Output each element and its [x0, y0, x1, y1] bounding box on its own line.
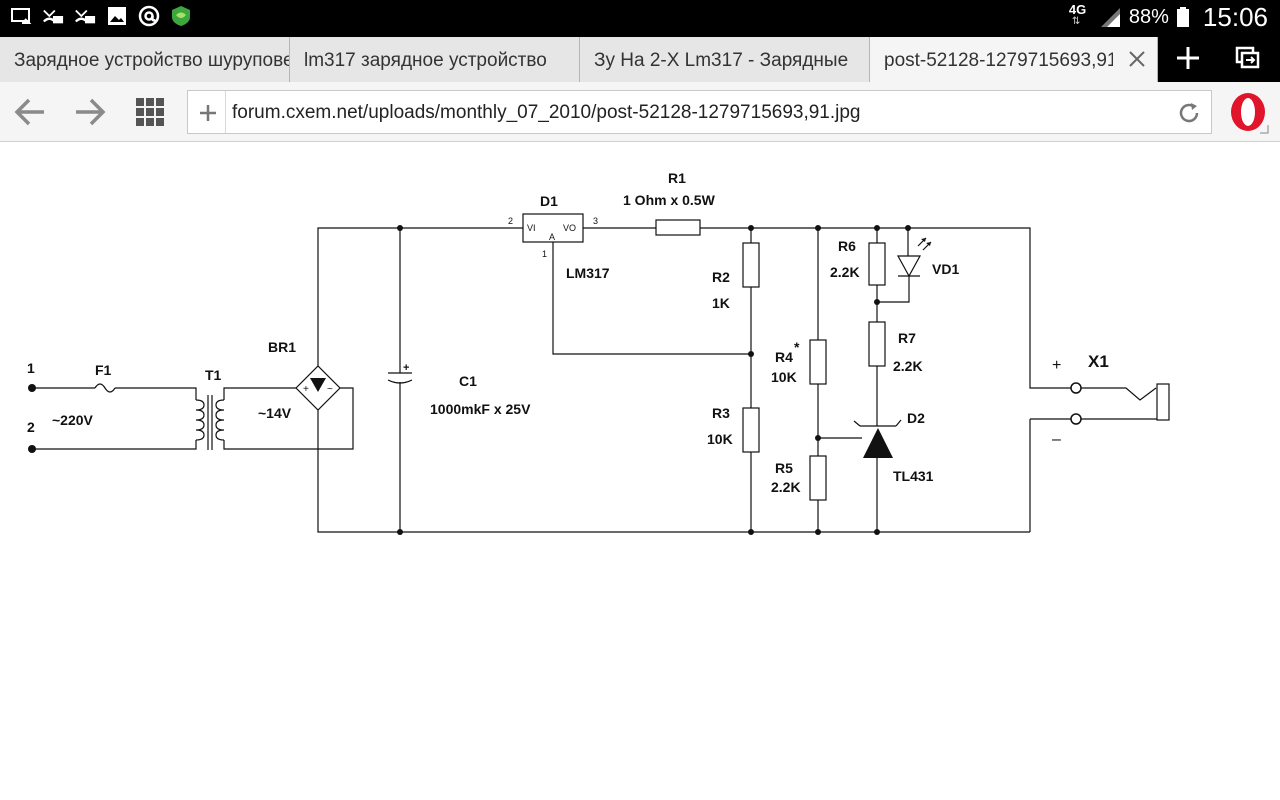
address-bar: forum.cxem.net/uploads/monthly_07_2010/p…	[0, 82, 1280, 142]
r6-label: R6	[838, 238, 856, 254]
d2-label: D2	[907, 410, 925, 426]
r5-label: R5	[775, 460, 793, 476]
tab-title: Зарядное устройство шуруповерта	[14, 50, 289, 71]
image-viewport: + ~ D1 LM317 R1 1 Ohm x 0.5W R2 1K R3 10K…	[0, 142, 1280, 800]
tab-3[interactable]: Зу На 2-Х Lm317 - Зарядные	[580, 37, 870, 82]
d1-pin-out: 3	[593, 216, 598, 226]
system-status: 4G ⇅ 88% 15:06	[1069, 0, 1268, 34]
tab-bar: Зарядное устройство шуруповерта lm317 за…	[0, 34, 1280, 82]
cast-icon	[10, 5, 32, 27]
plus-icon	[1177, 47, 1199, 69]
r7-value: 2.2K	[893, 358, 923, 374]
missed-call-icon	[74, 5, 96, 27]
r1-value: 1 Ohm x 0.5W	[623, 192, 716, 208]
circuit-schematic: + ~ D1 LM317 R1 1 Ohm x 0.5W R2 1K R3 10K…	[27, 170, 1170, 535]
r3-value: 10K	[707, 431, 733, 447]
d1-part: LM317	[566, 265, 610, 281]
tab-title: post-52128-1279715693,91.jpg	[884, 50, 1113, 71]
tab-title: Зу На 2-Х Lm317 - Зарядные	[594, 50, 849, 71]
svg-text:~: ~	[327, 384, 333, 395]
plus-sign: +	[1052, 357, 1061, 374]
t1-label: T1	[205, 367, 222, 383]
tab-title: lm317 зарядное устройство	[304, 50, 547, 71]
tab-4-active[interactable]: post-52128-1279715693,91.jpg	[870, 37, 1158, 82]
forward-button[interactable]	[70, 92, 110, 132]
svg-text:+: +	[303, 384, 309, 395]
app-badge-icon	[170, 5, 192, 27]
c1-value: 1000mkF x 25V	[430, 401, 531, 417]
grid-icon	[136, 98, 164, 126]
r3-label: R3	[712, 405, 730, 421]
arrow-right-icon	[76, 98, 106, 126]
notification-icons	[10, 5, 192, 27]
r5-value: 2.2K	[771, 479, 801, 495]
minus-sign: –	[1052, 431, 1061, 448]
vd1-label: VD1	[932, 261, 959, 277]
url-field[interactable]: forum.cxem.net/uploads/monthly_07_2010/p…	[187, 90, 1212, 134]
c1-label: C1	[459, 373, 477, 389]
missed-call-icon	[42, 5, 64, 27]
d1-vo: VO	[563, 223, 576, 233]
tab-1[interactable]: Зарядное устройство шуруповерта	[0, 37, 290, 82]
svg-text:+: +	[403, 362, 409, 374]
d1-pin-adj: 1	[542, 249, 547, 259]
network-indicator: 4G ⇅	[1068, 2, 1087, 27]
input-voltage: ~220V	[52, 412, 94, 428]
d1-pin-in: 2	[508, 216, 513, 226]
r2-label: R2	[712, 269, 730, 285]
d1-a: A	[549, 232, 555, 242]
br1-label: BR1	[268, 339, 296, 355]
r7-label: R7	[898, 330, 916, 346]
image-icon	[106, 5, 128, 27]
arrow-left-icon	[14, 98, 44, 126]
secondary-voltage: ~14V	[258, 405, 292, 421]
new-tab-button[interactable]	[1160, 34, 1216, 82]
tab-2[interactable]: lm317 зарядное устройство	[290, 37, 580, 82]
speed-dial-button[interactable]	[130, 92, 170, 132]
pin-2: 2	[27, 419, 35, 435]
opera-menu-icon[interactable]	[1226, 89, 1272, 135]
at-sign-icon	[138, 5, 160, 27]
tab-switcher-button[interactable]	[1220, 34, 1276, 82]
battery-percent: 88%	[1128, 5, 1169, 28]
r4-star: *	[794, 339, 800, 355]
plus-icon[interactable]	[194, 99, 222, 127]
pin-1: 1	[27, 360, 35, 376]
back-button[interactable]	[10, 92, 50, 132]
close-tab-icon[interactable]	[1127, 49, 1147, 69]
r4-label: R4	[775, 349, 793, 365]
url-text[interactable]: forum.cxem.net/uploads/monthly_07_2010/p…	[232, 102, 861, 123]
battery-icon	[1176, 7, 1189, 27]
r2-value: 1K	[712, 295, 730, 311]
r1-label: R1	[668, 170, 686, 186]
clock: 15:06	[1202, 1, 1268, 32]
status-bar: 4G ⇅ 88% 15:06	[0, 0, 1280, 34]
signal-icon	[1100, 8, 1120, 27]
r4-value: 10K	[771, 369, 797, 385]
f1-label: F1	[95, 362, 112, 378]
r6-value: 2.2K	[830, 264, 860, 280]
d1-vi: VI	[527, 223, 536, 233]
reload-icon[interactable]	[1175, 99, 1203, 127]
d1-label: D1	[540, 193, 558, 209]
d2-part: TL431	[893, 468, 934, 484]
x1-label: X1	[1088, 352, 1109, 371]
tabs-icon	[1235, 46, 1260, 69]
